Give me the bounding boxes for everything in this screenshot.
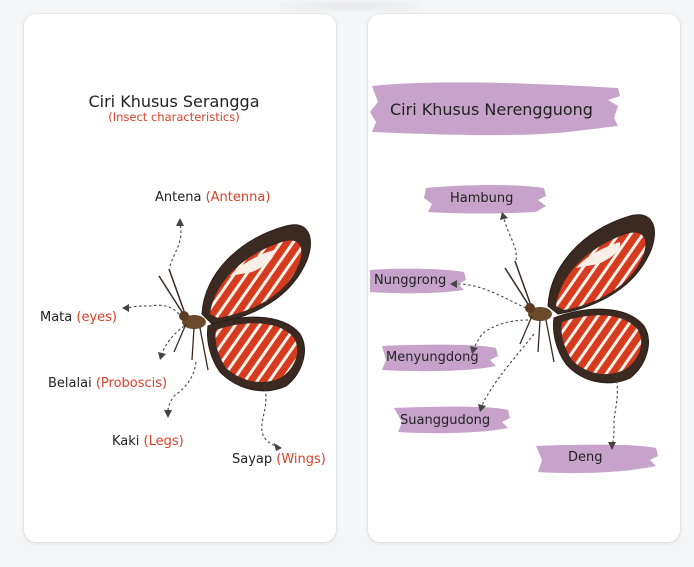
label-deng: Deng — [568, 450, 603, 465]
nerengguong-characteristics-card: Ciri Khusus Nerengguong Hambung Nunggron… — [368, 14, 680, 542]
label-hambung: Hambung — [450, 191, 513, 206]
label-eyes: Mata (eyes) — [40, 310, 117, 325]
arrowhead-antenna — [176, 218, 184, 226]
label-eyes-word: Mata — [40, 310, 72, 325]
label-proboscis: Belalai (Proboscis) — [48, 376, 167, 391]
label-wings-word: Sayap — [232, 452, 272, 467]
label-antenna-word: Antena — [155, 190, 201, 205]
label-proboscis-translation: (Proboscis) — [96, 376, 167, 391]
label-legs: Kaki (Legs) — [112, 434, 184, 449]
label-wings-translation: (Wings) — [276, 452, 326, 467]
label-antenna: Antena (Antenna) — [155, 190, 270, 205]
label-legs-translation: (Legs) — [144, 434, 184, 449]
top-shadow — [280, 0, 420, 12]
label-menyungdong: Menyungdong — [386, 350, 479, 365]
arrowhead-proboscis — [158, 352, 166, 360]
label-legs-word: Kaki — [112, 434, 139, 449]
label-nunggrong: Nunggrong — [374, 273, 446, 288]
arrowhead-eyes — [122, 304, 129, 312]
butterfly-illustration — [159, 225, 310, 391]
label-antenna-translation: (Antenna) — [206, 190, 271, 205]
label-wings: Sayap (Wings) — [232, 452, 326, 467]
card-title-local: Ciri Khusus Nerengguong — [390, 100, 593, 119]
label-suanggudong: Suanggudong — [400, 413, 490, 428]
label-proboscis-word: Belalai — [48, 376, 92, 391]
arrowhead-legs — [164, 410, 172, 418]
label-eyes-translation: (eyes) — [76, 310, 117, 325]
arrowhead-wings — [274, 443, 282, 451]
insect-characteristics-card: Ciri Khusus Serangga (Insect characteris… — [24, 14, 336, 542]
butterfly-illustration-local — [505, 215, 654, 383]
